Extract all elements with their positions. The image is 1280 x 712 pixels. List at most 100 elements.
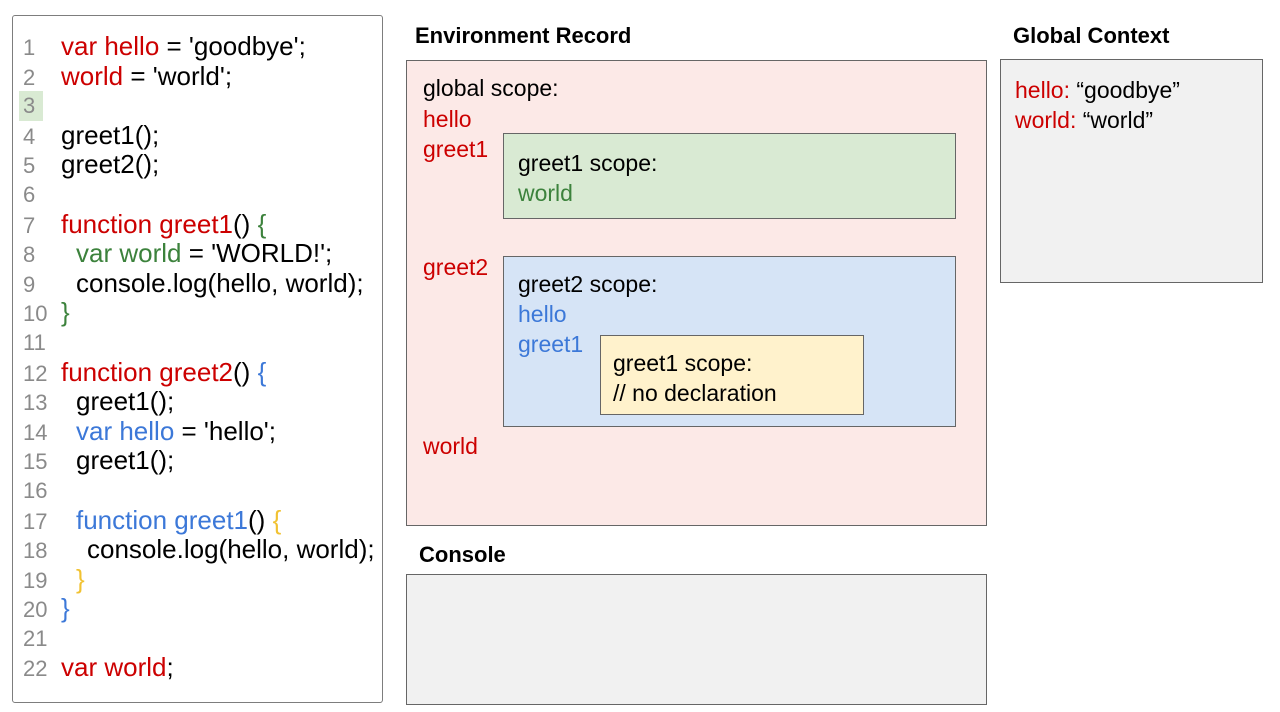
code-text: greet1(); — [61, 120, 159, 151]
code-line: 2 world = 'world'; — [23, 60, 382, 92]
code-line: 19} — [23, 563, 382, 595]
line-number: 17 — [23, 508, 48, 534]
line-number: 14 — [23, 419, 48, 445]
code-token: = 'hello'; — [174, 415, 277, 446]
code-text: var world; — [61, 653, 174, 683]
console-title: Console — [419, 542, 506, 567]
code-line: 14 var hello = 'hello'; — [23, 415, 382, 447]
greet2-scope-title: greet2 scope: — [518, 271, 658, 297]
line-number: 1 — [23, 35, 36, 60]
code-text: } — [61, 298, 70, 328]
code-text: var hello = 'hello'; — [61, 415, 277, 447]
code-line: 12 function greet2() { — [23, 356, 382, 388]
code-panel: 1 var hello = 'goodbye'; 2 world = 'world';… — [12, 15, 383, 703]
code-token: console.log(hello, world); — [87, 534, 375, 565]
code-token: function greet1 — [61, 208, 234, 239]
line-number: 20 — [23, 597, 48, 623]
global-var-greet1: greet1 — [423, 136, 489, 162]
nested-greet1-scope-comment: // no declaration — [613, 380, 777, 406]
line-number: 15 — [23, 449, 48, 475]
code-token: } — [61, 297, 70, 328]
code-line: 6 — [23, 180, 382, 210]
code-line: 22 var world; — [23, 653, 382, 683]
greet1-scope-var-world: world — [518, 180, 573, 206]
code-text: var hello = 'goodbye'; — [61, 31, 306, 62]
greet2-scope-box: greet2 scope: hello greet1 greet1 scope:… — [503, 256, 956, 427]
line-number: 8 — [23, 242, 36, 268]
code-token: } — [76, 563, 85, 594]
global-context-key-world: world: — [1015, 107, 1077, 133]
code-line: 10} — [23, 298, 382, 328]
line-number: 22 — [23, 656, 48, 682]
global-var-hello: hello — [423, 106, 472, 132]
code-line: 3 — [19, 91, 382, 121]
code-text: function greet2() { — [61, 356, 267, 388]
code-line: 9 console.log(hello, world); — [23, 267, 382, 299]
line-number: 19 — [23, 567, 48, 593]
code-line: 13 greet1(); — [23, 386, 382, 417]
code-line: 7 function greet1() { — [23, 208, 382, 240]
code-token: { — [257, 356, 267, 387]
global-context-title: Global Context — [1013, 23, 1170, 48]
console-output-panel — [406, 574, 987, 705]
code-text: var world = 'WORLD!'; — [61, 238, 333, 269]
code-token: console.log(hello, world); — [76, 267, 364, 298]
code-token: ; — [166, 652, 174, 683]
code-token: var hello — [76, 415, 175, 446]
line-number: 10 — [23, 301, 48, 327]
line-number: 6 — [23, 181, 36, 207]
line-number: 2 — [23, 64, 36, 90]
greet2-scope-var-hello: hello — [518, 301, 567, 327]
global-scope-label: global scope: — [423, 75, 559, 101]
code-line: 21 — [23, 624, 382, 654]
greet2-scope-var-greet1: greet1 — [518, 331, 584, 357]
code-text: console.log(hello, world); — [61, 267, 364, 299]
code-token: function greet1 — [76, 504, 249, 535]
global-context-panel: hello: “goodbye” world: “world” — [1000, 59, 1263, 283]
code-text: function greet1() { — [61, 208, 267, 240]
code-token: function greet2 — [61, 356, 234, 387]
code-text: greet1(); — [61, 446, 174, 476]
code-line: 17 function greet1() { — [23, 504, 382, 536]
code-token: { — [272, 504, 282, 535]
code-token: () — [233, 356, 258, 387]
global-var-world: world — [423, 433, 478, 459]
code-token: var world — [76, 238, 182, 269]
code-line: 11 — [23, 328, 382, 358]
code-token: () — [233, 208, 258, 239]
line-number: 13 — [23, 390, 48, 416]
environment-record-panel: global scope: hello greet1 greet2 world … — [406, 60, 987, 526]
code-token: = 'WORLD!'; — [181, 238, 333, 269]
environment-record-title: Environment Record — [415, 23, 632, 48]
global-context-value-hello: “goodbye” — [1076, 77, 1180, 103]
line-number: 21 — [23, 625, 48, 651]
line-number: 16 — [23, 477, 48, 503]
line-number: 12 — [23, 360, 48, 386]
global-context-value-world: “world” — [1082, 107, 1154, 133]
code-line: 15 greet1(); — [23, 446, 382, 476]
code-text: console.log(hello, world); — [61, 534, 375, 565]
global-context-entry: hello: “goodbye” — [1015, 75, 1262, 105]
code-token: { — [257, 208, 267, 239]
global-context-key-hello: hello: — [1015, 77, 1070, 103]
nested-greet1-scope-title: greet1 scope: — [613, 350, 753, 376]
code-token: } — [61, 593, 70, 624]
greet1-scope-title: greet1 scope: — [518, 150, 658, 176]
code-text: } — [61, 563, 85, 595]
code-line: 20} — [23, 593, 382, 624]
line-number: 7 — [23, 212, 36, 238]
code-token: world — [61, 60, 124, 91]
code-token: var hello — [61, 31, 160, 61]
code-text: } — [61, 593, 70, 624]
line-number: 4 — [23, 123, 36, 149]
global-context-entry: world: “world” — [1015, 105, 1262, 135]
code-token: () — [248, 504, 273, 535]
code-line: 16 — [23, 476, 382, 506]
code-line: 1 var hello = 'goodbye'; — [23, 31, 382, 62]
line-number: 9 — [23, 271, 36, 297]
code-token: greet1(); — [76, 386, 175, 417]
code-token: greet2(); — [61, 149, 160, 180]
code-token: = 'world'; — [123, 60, 233, 91]
